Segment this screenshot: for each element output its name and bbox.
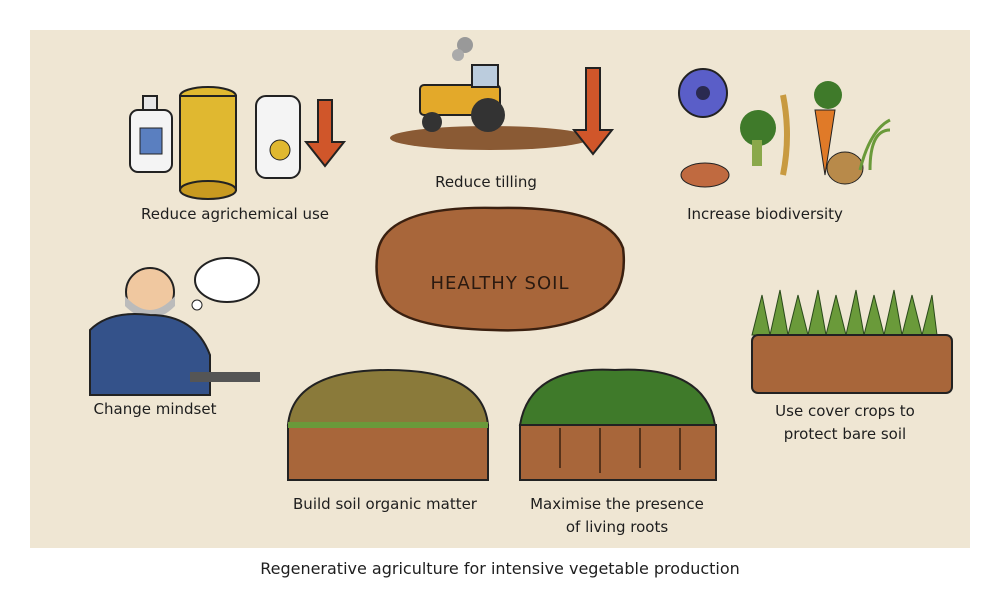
living-roots-soil-icon xyxy=(518,368,717,481)
label-cover-crops: Use cover crops to protect bare soil xyxy=(775,400,915,446)
down-arrow-icon xyxy=(571,67,615,156)
label-change-mindset: Change mindset xyxy=(93,400,217,418)
healthy-soil-title: HEALTHY SOIL xyxy=(430,273,570,294)
organic-matter-soil-icon xyxy=(286,368,490,481)
label-build-organic-matter: Build soil organic matter xyxy=(293,495,477,513)
thinking-man-icon xyxy=(89,257,260,396)
healthy-soil-mound xyxy=(375,206,625,332)
caption: Regenerative agriculture for intensive v… xyxy=(260,559,740,578)
tractor-icon xyxy=(390,37,590,150)
label-reduce-tilling: Reduce tilling xyxy=(435,173,537,191)
label-line: Maximise the presence xyxy=(530,495,704,513)
cover-crops-soil-icon xyxy=(751,289,953,394)
label-increase-biodiversity: Increase biodiversity xyxy=(687,205,843,223)
label-line: protect bare soil xyxy=(783,425,907,443)
agrichemical-containers-icon xyxy=(129,86,301,200)
label-living-roots: Maximise the presence of living roots xyxy=(530,493,704,539)
label-reduce-agrichemical: Reduce agrichemical use xyxy=(141,205,329,223)
label-line: of living roots xyxy=(565,518,669,536)
label-line: Use cover crops to xyxy=(775,402,915,420)
down-arrow-icon xyxy=(303,99,347,168)
biodiversity-icon xyxy=(678,68,891,188)
